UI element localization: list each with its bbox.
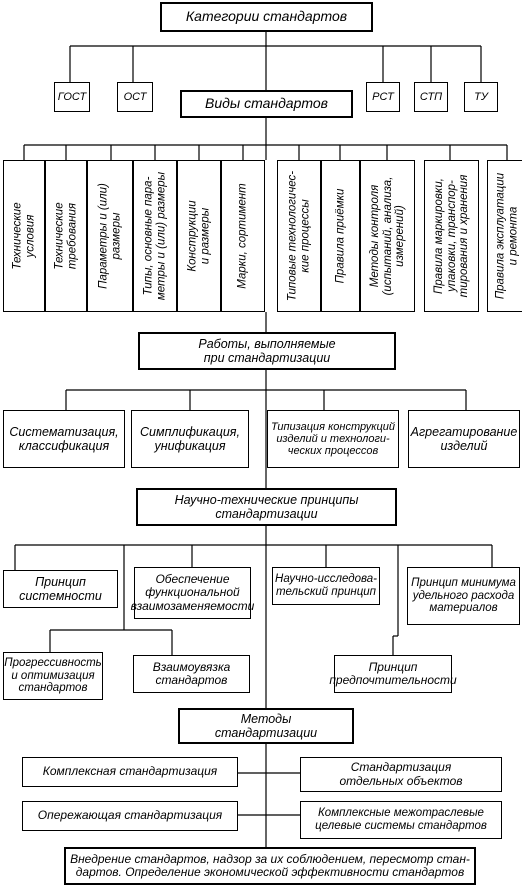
- category-gost-box: ГОСТ: [54, 82, 90, 112]
- methods-title: Методы стандартизации: [214, 712, 318, 740]
- work-label-2: Симплификация, унификация: [140, 425, 240, 453]
- principle-box-2: Обеспечение функциональной взаимозаменяе…: [131, 567, 254, 619]
- category-rst-box: РСТ: [366, 82, 400, 112]
- method-box-3: Опережающая стандартизация: [22, 801, 238, 831]
- type-box-8: Правила приёмки: [321, 160, 360, 312]
- type-label-9: Методы контроля (испытаний, анализа, изм…: [368, 176, 406, 296]
- category-rst: РСТ: [372, 90, 394, 103]
- work-box-3: Типизация конструкций изделий и технолог…: [267, 410, 399, 468]
- method-label-3: Опережающая стандартизация: [37, 808, 223, 823]
- type-label-10: Правила маркировки, упаковки, транспор- …: [432, 174, 470, 298]
- type-box-5: Конструкции и размеры: [177, 160, 221, 312]
- category-tu-box: ТУ: [464, 82, 498, 112]
- type-label-6: Марки, сортимент: [236, 183, 249, 289]
- principle-label-5: Прогрессивность и оптимизация стандартов: [4, 656, 102, 695]
- category-ost-box: ОСТ: [117, 82, 153, 112]
- works-title: Работы, выполняемые при стандартизации: [198, 337, 336, 365]
- types-title: Виды стандартов: [205, 95, 328, 112]
- type-box-11: Правила эксплуатации и ремонта: [487, 160, 522, 312]
- type-box-2: Технические требования: [45, 160, 87, 312]
- implementation-box: Внедрение стандартов, надзор за их соблю…: [64, 847, 476, 885]
- principle-box-5: Прогрессивность и оптимизация стандартов: [3, 652, 103, 700]
- principles-title: Научно-технические принципы стандартизац…: [174, 493, 359, 521]
- principles-title-box: Научно-технические принципы стандартизац…: [136, 488, 397, 526]
- categories-title: Категории стандартов: [185, 8, 348, 25]
- type-box-4: Типы, основные пара- метры и (или) разме…: [133, 160, 177, 312]
- principle-label-4: Принцип минимума удельного расхода матер…: [411, 576, 516, 615]
- type-box-9: Методы контроля (испытаний, анализа, изм…: [360, 160, 415, 312]
- work-label-4: Агрегатирование изделий: [410, 425, 518, 453]
- category-gost: ГОСТ: [57, 90, 87, 103]
- work-box-1: Систематизация, классификация: [3, 410, 125, 468]
- type-label-2: Технические требования: [53, 202, 78, 270]
- method-box-4: Комплексные межотраслевые целевые систем…: [300, 801, 502, 839]
- types-title-box: Виды стандартов: [180, 90, 353, 118]
- type-box-1: Технические условия: [3, 160, 45, 312]
- work-label-3: Типизация конструкций изделий и технолог…: [271, 420, 395, 458]
- principle-box-4: Принцип минимума удельного расхода матер…: [407, 567, 520, 625]
- principle-label-7: Принцип предпочтительности: [329, 659, 457, 687]
- type-box-7: Типовые технологичес- кие процессы: [277, 160, 321, 312]
- type-label-5: Конструкции и размеры: [186, 200, 211, 272]
- category-stp-box: СТП: [414, 82, 448, 112]
- method-box-2: Стандартизация отдельных объектов: [300, 757, 502, 792]
- methods-title-box: Методы стандартизации: [178, 708, 354, 744]
- category-ost: ОСТ: [123, 90, 147, 103]
- type-label-11: Правила эксплуатации и ремонта: [494, 172, 519, 300]
- type-box-3: Параметры и (или) размеры: [87, 160, 133, 312]
- type-label-3: Параметры и (или) размеры: [97, 183, 122, 289]
- type-label-8: Правила приёмки: [334, 188, 347, 284]
- principle-box-1: Принцип системности: [3, 570, 118, 608]
- principle-label-3: Научно-исследова- тельский принцип: [275, 573, 377, 598]
- implementation-text: Внедрение стандартов, надзор за их соблю…: [70, 851, 470, 879]
- principle-box-3: Научно-исследова- тельский принцип: [272, 567, 380, 605]
- method-label-4: Комплексные межотраслевые целевые систем…: [315, 807, 487, 832]
- work-label-1: Систематизация, классификация: [9, 425, 119, 453]
- method-label-1: Комплексная стандартизация: [42, 764, 218, 779]
- category-stp: СТП: [419, 90, 443, 103]
- principle-label-1: Принцип системности: [19, 575, 102, 603]
- type-box-6: Марки, сортимент: [221, 160, 265, 312]
- type-label-7: Типовые технологичес- кие процессы: [286, 170, 311, 302]
- method-box-1: Комплексная стандартизация: [22, 757, 238, 787]
- type-label-4: Типы, основные пара- метры и (или) разме…: [142, 171, 167, 301]
- category-tu: ТУ: [474, 90, 488, 103]
- works-title-box: Работы, выполняемые при стандартизации: [138, 332, 396, 370]
- principle-box-7: Принцип предпочтительности: [329, 655, 457, 693]
- principle-label-2: Обеспечение функциональной взаимозаменяе…: [130, 571, 255, 613]
- method-label-2: Стандартизация отдельных объектов: [339, 760, 463, 788]
- principle-box-6: Взаимоувязка стандартов: [133, 655, 250, 693]
- work-box-4: Агрегатирование изделий: [408, 410, 520, 468]
- type-box-10: Правила маркировки, упаковки, транспор- …: [424, 160, 479, 312]
- type-label-1: Технические условия: [11, 202, 36, 270]
- work-box-2: Симплификация, унификация: [131, 410, 249, 468]
- principle-label-6: Взаимоувязка стандартов: [152, 659, 231, 687]
- categories-title-box: Категории стандартов: [160, 2, 373, 32]
